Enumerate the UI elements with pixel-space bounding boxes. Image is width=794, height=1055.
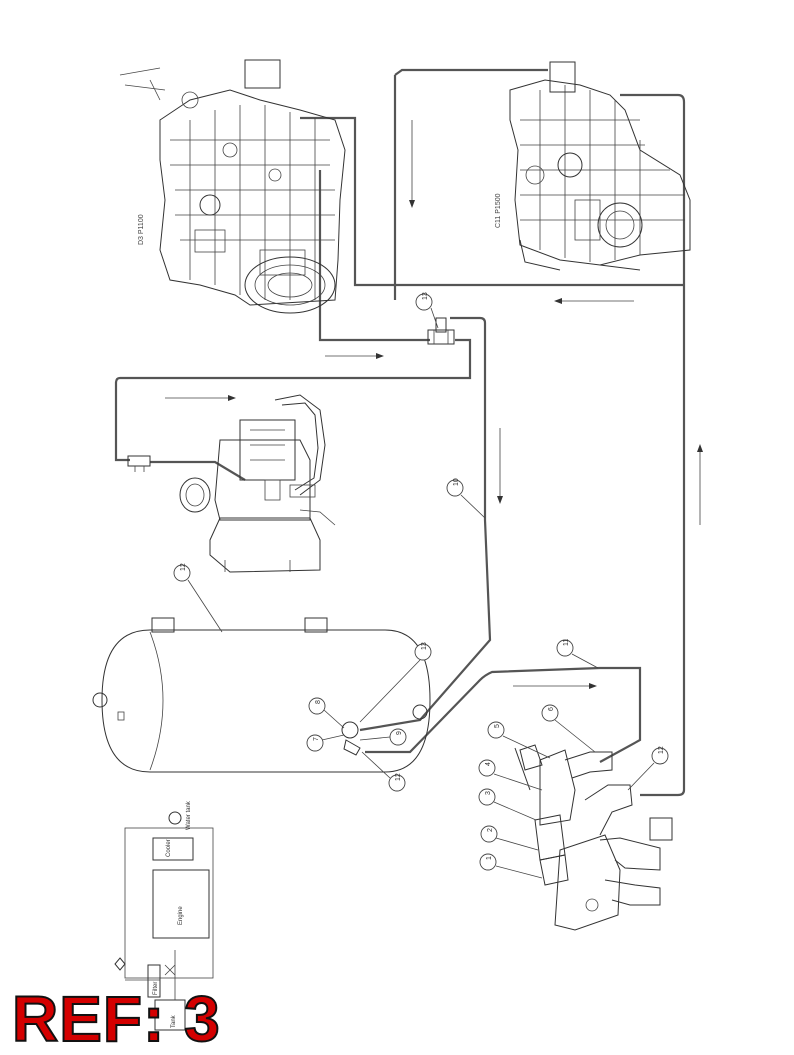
svg-text:12: 12 (395, 773, 402, 781)
system-schematic: Cooler Water tank Engine Filter Tank (114, 800, 214, 1031)
control-unit (179, 394, 336, 573)
pipe-network (114, 68, 686, 797)
flow-arrows (165, 120, 703, 689)
callout-6 (541, 704, 559, 722)
callout-10 (446, 479, 464, 497)
left-engine: D3 P1100 (119, 59, 346, 314)
callout-12-tank-bottom (388, 774, 406, 792)
svg-text:10: 10 (453, 478, 460, 486)
callout-2 (480, 825, 498, 843)
callout-12-right (651, 747, 669, 765)
valve-assembly (514, 744, 673, 931)
right-engine: C11 P1500 (495, 61, 691, 271)
svg-text:9: 9 (396, 731, 403, 735)
svg-text:1: 1 (486, 856, 493, 860)
svg-text:2: 2 (487, 828, 494, 832)
left-engine-label: D3 P1100 (138, 214, 145, 245)
svg-text:12: 12 (658, 746, 665, 754)
callout-13-tank (414, 643, 432, 661)
schematic-tank-label: Tank (171, 1014, 177, 1028)
air-tank (92, 617, 431, 773)
callout-11 (556, 639, 574, 657)
schematic-engine-label: Engine (178, 906, 184, 925)
callout-8 (308, 697, 326, 715)
callout-12-tank (173, 564, 191, 582)
callouts: 13 10 12 13 8 7 9 12 11 (173, 292, 669, 879)
svg-text:11: 11 (563, 639, 570, 646)
left-fitting (127, 455, 151, 472)
callout-4 (478, 759, 496, 777)
svg-text:13: 13 (421, 642, 428, 650)
svg-text:13: 13 (422, 292, 429, 300)
callout-7 (306, 734, 324, 752)
svg-text:8: 8 (315, 700, 322, 704)
callout-5 (487, 721, 505, 739)
svg-text:4: 4 (485, 762, 492, 766)
tee-fitting (427, 317, 455, 345)
callout-3 (478, 788, 496, 806)
svg-text:12: 12 (180, 563, 187, 571)
right-engine-label: C11 P1500 (495, 193, 502, 228)
schematic-water-tank-label: Water tank (186, 800, 192, 830)
svg-text:3: 3 (485, 791, 492, 795)
svg-text:6: 6 (548, 707, 555, 711)
svg-text:5: 5 (494, 724, 501, 728)
reference-label: REF: 3 (11, 983, 221, 1055)
schematic-cooler-label: Cooler (166, 839, 172, 857)
callout-13-top (415, 293, 433, 311)
svg-text:7: 7 (313, 737, 320, 741)
schematic-filter-label: Filter (153, 982, 159, 995)
callout-1 (479, 853, 497, 871)
